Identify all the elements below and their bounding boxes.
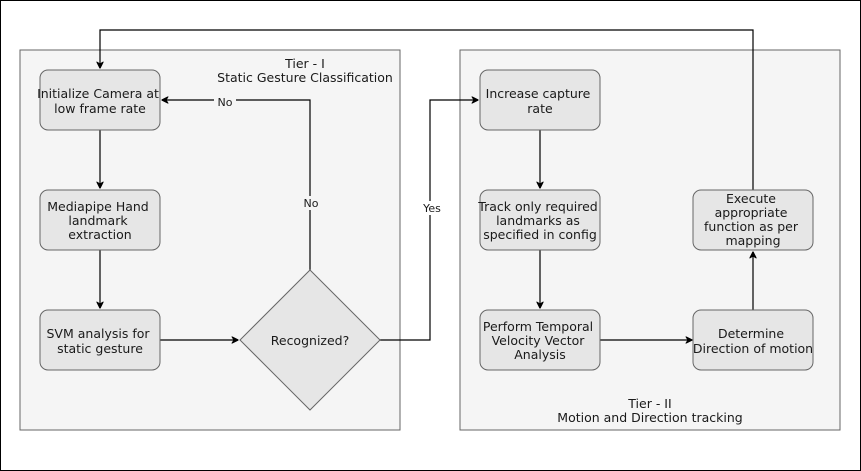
- tier-1-label: Tier - I: [284, 56, 325, 71]
- node-initialize-camera: Initialize Camera at low frame rate: [37, 69, 163, 131]
- tier-2-subtitle: Motion and Direction tracking: [557, 410, 742, 425]
- edge-label-no-top: No: [218, 96, 233, 109]
- node-box: [39, 189, 161, 251]
- decision-diamond: [239, 269, 381, 411]
- node-box: [692, 309, 814, 371]
- node-temporal-velocity-analysis: Perform Temporal Velocity Vector Analysi…: [479, 309, 601, 371]
- node-line: landmark: [68, 213, 128, 228]
- node-text: Recognized?: [271, 333, 350, 348]
- node-recognized-decision: Recognized?: [239, 269, 381, 411]
- node-box: [39, 309, 161, 371]
- node-line: static gesture: [57, 341, 143, 356]
- tier-2-label: Tier - II: [627, 396, 671, 411]
- tier-1-subtitle: Static Gesture Classification: [217, 70, 393, 85]
- node-line: Direction of motion: [693, 341, 813, 356]
- node-text: Track only required landmarks as specifi…: [477, 199, 601, 242]
- node-text: SVM analysis for static gesture: [47, 326, 154, 356]
- edges: [100, 29, 754, 341]
- edge-labels: No No Yes: [214, 95, 446, 215]
- node-text: Execute appropriate function as per mapp…: [704, 191, 802, 248]
- node-track-landmarks: Track only required landmarks as specifi…: [477, 189, 601, 251]
- node-text: Mediapipe Hand landmark extraction: [47, 199, 152, 242]
- node-line: Initialize Camera at: [37, 86, 159, 101]
- node-line: extraction: [68, 227, 131, 242]
- node-box: [39, 69, 161, 131]
- node-text: Determine Direction of motion: [693, 326, 813, 356]
- node-line: Mediapipe Hand: [47, 199, 148, 214]
- node-box: [479, 189, 601, 251]
- node-mediapipe-extraction: Mediapipe Hand landmark extraction: [39, 189, 161, 251]
- yes-label-background: [418, 201, 446, 215]
- node-line: SVM analysis for: [47, 326, 151, 341]
- node-svm-analysis: SVM analysis for static gesture: [39, 309, 161, 371]
- no-label-2-background: [299, 196, 323, 210]
- node-execute-function: Execute appropriate function as per mapp…: [692, 189, 814, 251]
- edge-recognized-no-to-init: [162, 100, 311, 270]
- edge-recognized-yes-to-increase: [380, 100, 478, 341]
- edge-label-yes: Yes: [422, 202, 441, 215]
- node-line: landmarks as: [496, 213, 580, 228]
- node-line: Velocity Vector: [492, 333, 586, 348]
- node-line: specified in config: [483, 227, 597, 242]
- node-line: Increase capture: [486, 86, 591, 101]
- node-box: [479, 69, 601, 131]
- node-line: Track only required: [477, 199, 597, 214]
- node-increase-capture-rate: Increase capture rate: [479, 69, 601, 131]
- edge-execute-loop-to-init: [100, 29, 754, 190]
- node-line: appropriate: [715, 205, 788, 220]
- node-line: Analysis: [514, 347, 566, 362]
- node-text: Perform Temporal Velocity Vector Analysi…: [483, 319, 597, 362]
- node-line: low frame rate: [54, 101, 146, 116]
- node-box: [479, 309, 601, 371]
- node-text: Increase capture rate: [486, 86, 595, 116]
- node-line: Perform Temporal: [483, 319, 593, 334]
- node-line: rate: [527, 101, 553, 116]
- no-label-1-background: [214, 95, 236, 109]
- node-determine-direction: Determine Direction of motion: [692, 309, 814, 371]
- node-line: Execute: [726, 191, 776, 206]
- edge-label-no-vertical: No: [304, 197, 319, 210]
- node-line: mapping: [725, 233, 780, 248]
- node-line: function as per: [704, 219, 799, 234]
- node-box: [692, 189, 814, 251]
- node-line: Determine: [718, 326, 784, 341]
- node-text: Initialize Camera at low frame rate: [37, 86, 163, 116]
